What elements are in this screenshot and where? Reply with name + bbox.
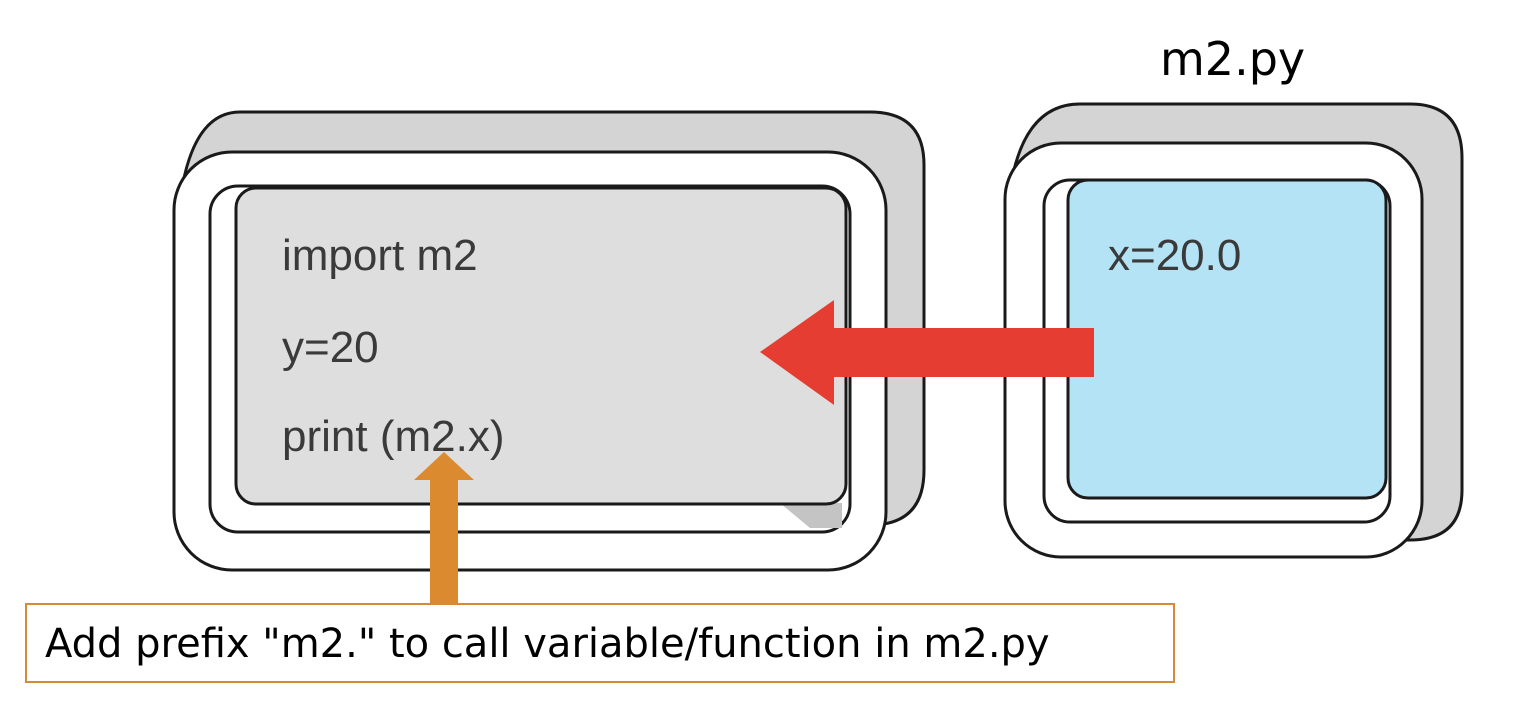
pointer-arrow — [414, 452, 474, 605]
note-text: Add prefix "m2." to call variable/functi… — [45, 621, 1050, 667]
main-panel-shadow — [780, 503, 842, 528]
main-module-box: import m2 y=20 print (m2.x) — [172, 110, 926, 572]
main-code-line-3: print (m2.x) — [282, 412, 504, 461]
main-code-line-2: y=20 — [282, 323, 379, 372]
main-code-line-1: import m2 — [282, 231, 478, 280]
note-callout: Add prefix "m2." to call variable/functi… — [25, 603, 1175, 683]
module-label: m2.py — [1160, 32, 1305, 86]
import-arrow — [760, 300, 1094, 405]
m2-module-box: x=20.0 — [1003, 102, 1464, 559]
m2-code-panel — [1066, 178, 1388, 500]
m2-code-line-1: x=20.0 — [1108, 231, 1241, 280]
